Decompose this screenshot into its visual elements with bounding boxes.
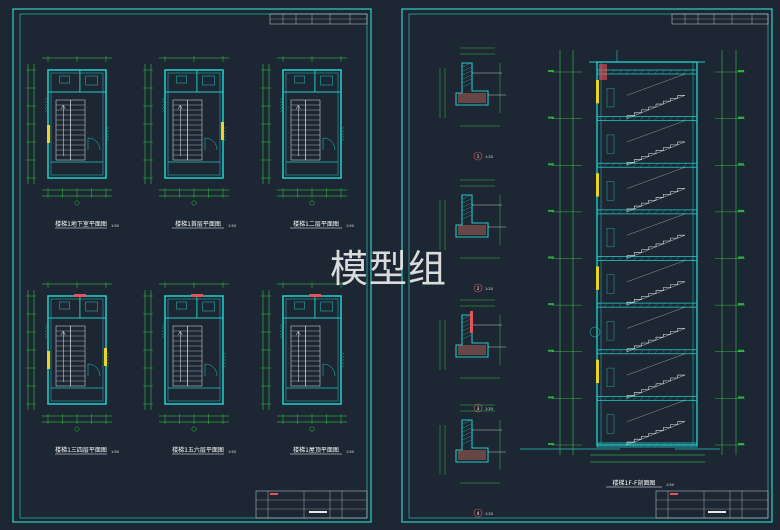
plan-dimensions	[26, 56, 112, 206]
plan-scale: 1:50	[111, 450, 119, 454]
stair-plan: 楼梯1屋顶平面图 1:50	[261, 282, 354, 455]
detail-drawing: 4 1:20	[439, 404, 506, 518]
plan-scale: 1:50	[111, 224, 119, 228]
left-title-block	[255, 490, 368, 519]
plan-scale: 1:50	[228, 450, 236, 454]
plan-stair-flight	[51, 325, 103, 389]
yellow-accent-mark	[596, 173, 599, 197]
detail-label: 1	[477, 154, 480, 159]
plan-scale: 1:50	[228, 224, 236, 228]
plan-dimensions	[261, 282, 347, 432]
detail-scale: 1:20	[485, 155, 493, 159]
plan-title: 楼梯1五六层平面图	[172, 446, 224, 454]
plan-stair-flight	[286, 99, 338, 163]
stair-plan: 楼梯1三四层平面图 1:50	[26, 282, 119, 455]
plan-stair-flight	[51, 99, 103, 163]
detail-drawings: 1 1:20 2 1:20 3 1:20 4 1:20	[439, 47, 506, 518]
left-sheet-inner-border	[19, 13, 368, 519]
red-accent-mark	[309, 294, 322, 297]
yellow-accent-mark	[221, 122, 224, 140]
detail-drawing: 3 1:20	[439, 299, 506, 413]
plan-title: 楼梯1地下室平面图	[55, 220, 107, 228]
yellow-accent-mark	[596, 359, 599, 384]
stair-plan: 楼梯1首层平面图 1:50	[143, 56, 236, 229]
right-sheet-inner-border	[408, 13, 769, 519]
right-title-block	[655, 490, 769, 519]
stair-plan: 楼梯1地下室平面图 1:50	[26, 56, 119, 229]
plan-title: 楼梯1屋顶平面图	[293, 446, 339, 454]
plan-scale: 1:50	[346, 224, 354, 228]
red-accent-mark	[191, 294, 204, 297]
yellow-accent-mark	[596, 266, 599, 290]
right-sheet-outer-border	[401, 8, 773, 523]
plan-dimensions	[143, 56, 229, 206]
section-structure	[520, 50, 745, 463]
plan-walls	[279, 69, 345, 179]
plan-title: 楼梯1首层平面图	[175, 220, 221, 228]
right-top-stamp	[671, 13, 769, 25]
plan-dimensions	[143, 282, 229, 432]
detail-scale: 1:20	[485, 287, 493, 291]
right-sheet: 1 1:20 2 1:20 3 1:20 4 1:20 楼梯1F-F剖面图 1:50	[401, 8, 773, 523]
detail-label: 4	[477, 511, 480, 516]
yellow-accent-mark	[47, 351, 50, 369]
stair-plan: 楼梯1二层平面图 1:50	[261, 56, 354, 229]
detail-drawing: 2 1:20	[439, 179, 506, 293]
plan-dimensions	[26, 282, 112, 432]
plan-stair-flight	[286, 325, 338, 389]
detail-scale: 1:20	[485, 512, 493, 516]
stair-plan: 楼梯1五六层平面图 1:50	[143, 282, 236, 455]
plan-stair-flight	[168, 325, 220, 389]
left-sheet-outer-border	[12, 8, 372, 523]
plan-dimensions	[261, 56, 347, 206]
stair-section: 楼梯1F-F剖面图 1:50	[520, 50, 745, 488]
plan-walls	[44, 69, 110, 179]
plan-scale: 1:50	[346, 450, 354, 454]
detail-label: 3	[477, 406, 480, 411]
left-top-stamp	[269, 13, 368, 25]
yellow-accent-mark	[596, 80, 599, 104]
detail-label: 2	[477, 286, 480, 291]
red-accent-mark	[74, 294, 87, 297]
plan-stair-flight	[168, 99, 220, 163]
detail-scale: 1:20	[485, 407, 493, 411]
plan-title: 楼梯1三四层平面图	[55, 446, 107, 454]
section-scale: 1:50	[666, 483, 674, 487]
red-accent-mark	[599, 64, 607, 80]
yellow-accent-mark	[104, 348, 107, 366]
yellow-accent-mark	[47, 125, 50, 143]
section-title: 楼梯1F-F剖面图	[613, 479, 656, 487]
detail-drawing: 1 1:20	[439, 47, 506, 161]
plan-title: 楼梯1二层平面图	[293, 220, 339, 228]
